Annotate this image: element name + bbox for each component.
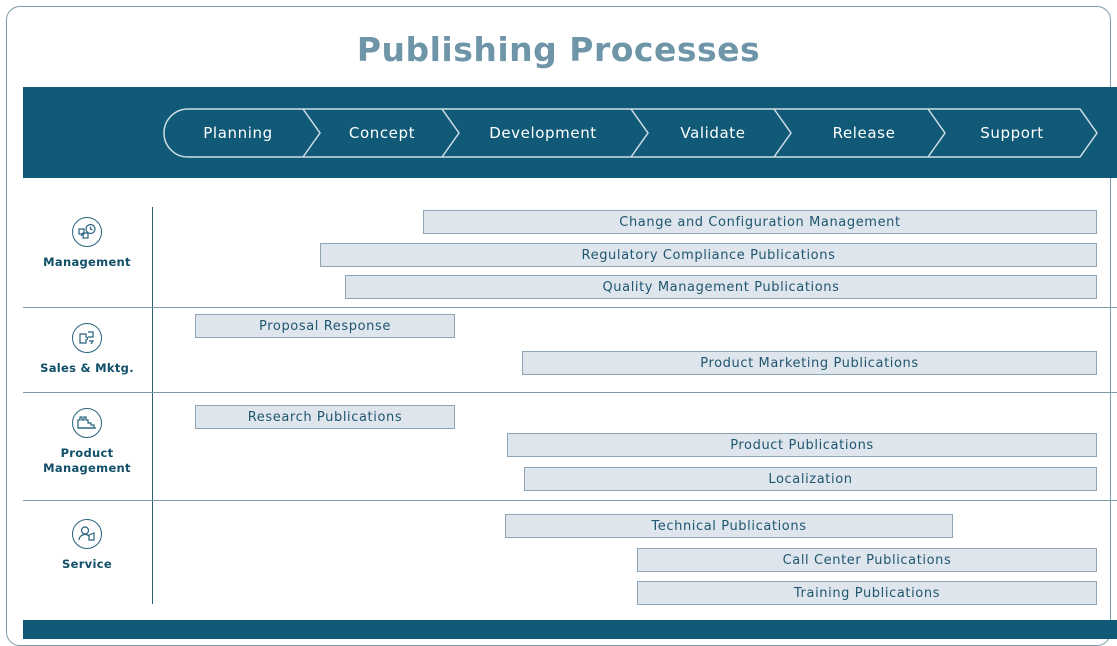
factory-icon	[72, 408, 102, 438]
process-bar: Product Publications	[507, 433, 1097, 457]
phase-divider	[441, 108, 460, 158]
phase-planning: Planning	[203, 124, 272, 142]
phase-release: Release	[833, 124, 896, 142]
phase-divider	[773, 108, 792, 158]
phase-divider	[630, 108, 649, 158]
process-bar: Research Publications	[195, 405, 455, 429]
phase-band	[23, 87, 1117, 178]
category-service: Service	[23, 519, 151, 572]
footer-band	[23, 620, 1117, 639]
row-separator	[23, 392, 1117, 393]
support-person-icon	[72, 519, 102, 549]
process-bar: Technical Publications	[505, 514, 953, 538]
process-bar: Call Center Publications	[637, 548, 1097, 572]
phase-validate: Validate	[680, 124, 745, 142]
phase-outline	[163, 108, 1098, 158]
phase-divider	[927, 108, 946, 158]
process-bar: Localization	[524, 467, 1097, 491]
category-label: Management	[43, 255, 131, 269]
page-title: Publishing Processes	[356, 30, 761, 69]
category-divider-line	[152, 207, 153, 604]
row-separator	[23, 307, 1117, 308]
phase-concept: Concept	[349, 124, 415, 142]
process-bar: Proposal Response	[195, 314, 455, 338]
process-bar: Product Marketing Publications	[522, 351, 1097, 375]
phase-development: Development	[489, 124, 597, 142]
phase-divider	[302, 108, 321, 158]
puzzle-arrows-icon	[72, 323, 102, 353]
category-label: Product Management	[43, 446, 131, 475]
category-label: Service	[62, 557, 112, 571]
category-product-management: Product Management	[23, 408, 151, 476]
process-bar: Regulatory Compliance Publications	[320, 243, 1097, 267]
row-separator	[23, 500, 1117, 501]
process-bar: Change and Configuration Management	[423, 210, 1097, 234]
phase-support: Support	[980, 124, 1044, 142]
process-bar: Training Publications	[637, 581, 1097, 605]
process-bar: Quality Management Publications	[345, 275, 1097, 299]
category-management: Management	[23, 217, 151, 270]
category-label: Sales & Mktg.	[40, 361, 134, 375]
category-sales-mktg: Sales & Mktg.	[23, 323, 151, 376]
phase-chevrons: Planning Concept Development Validate Re…	[163, 108, 1098, 158]
hierarchy-clock-icon	[72, 217, 102, 247]
